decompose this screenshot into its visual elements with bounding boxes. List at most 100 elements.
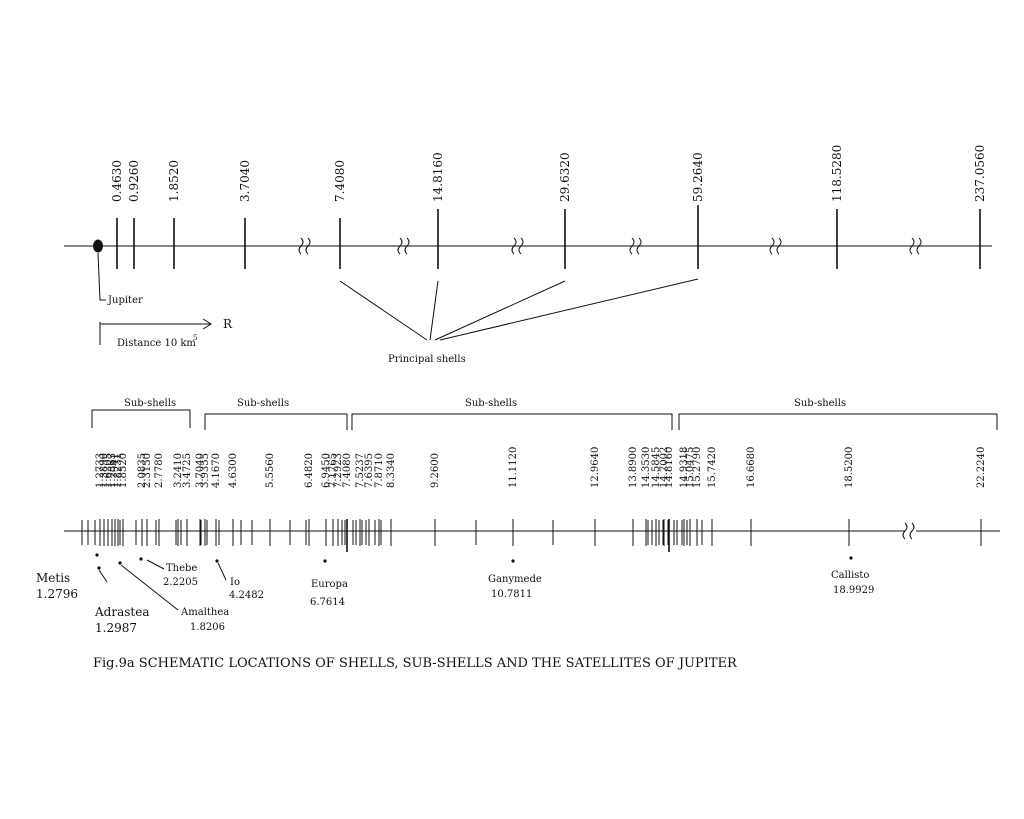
thebe-pointer [146, 559, 165, 570]
subshell-tick-label: 11.1120 [508, 447, 519, 488]
amalthea-pointer [120, 564, 179, 611]
subshell-tick-label: 1.7941 [110, 453, 121, 488]
break-mark [404, 237, 410, 255]
break-mark [902, 522, 908, 540]
break-mark [518, 237, 524, 255]
io-dot [215, 559, 219, 563]
principal-tick-label: 0.9260 [127, 160, 141, 202]
subshell-tick-label: 3.2410 [173, 453, 184, 488]
subshell-tick-label: 3.7040 [195, 453, 206, 488]
subshell-group-label: Sub-shells [124, 398, 176, 409]
principal-tick-label: 0.4630 [110, 160, 124, 202]
satellite-name: Amalthea [180, 607, 229, 618]
callisto-dot [849, 556, 853, 560]
subshell-tick-label: 2.3150 [142, 453, 153, 488]
principal-tick-label: 14.8160 [431, 152, 445, 202]
adrastea-pointer [98, 569, 108, 583]
subshell-ticks: 1.27331.38901.62051.73631.79411.82311.85… [95, 447, 987, 552]
principal-tick-label: 7.4080 [333, 160, 347, 202]
satellite-value: 10.7811 [491, 589, 532, 600]
principal-shells-label: Principal shells [388, 354, 466, 365]
subshell-group-label: Sub-shells [794, 398, 846, 409]
amalthea-dot [118, 561, 122, 565]
figure-caption: Fig.9a SCHEMATIC LOCATIONS OF SHELLS, SU… [93, 656, 738, 671]
satellite-labels: Metis 1.2796 Adrastea 1.2987 Amalthea 1.… [36, 563, 874, 635]
subshell-tick-label: 4.6300 [228, 453, 239, 488]
break-mark [629, 237, 635, 255]
subshell-tick-label: 15.0475 [685, 447, 696, 488]
satellite-value: 18.9929 [833, 585, 874, 596]
principal-break-marks [298, 237, 922, 255]
subshell-tick-label: 6.4820 [304, 453, 315, 488]
satellite-value: 1.2796 [36, 587, 78, 601]
break-mark [776, 237, 782, 255]
arrow-head-icon [202, 318, 212, 330]
subshell-bracket [204, 413, 348, 430]
subshell-tick-label: 1.3890 [99, 453, 110, 488]
subshell-minor-ticks [81, 520, 703, 545]
subshell-bracket [351, 413, 673, 430]
subshell-tick-label: 16.6680 [746, 447, 757, 488]
subshell-tick-label: 3.4725 [182, 453, 193, 488]
subshell-tick-label: 7.8710 [374, 453, 385, 488]
leader-line [429, 280, 439, 341]
subshell-tick-label: 1.8231 [113, 453, 124, 488]
subshell-tick-label: 2.0835 [137, 453, 148, 488]
satellite-name: Thebe [166, 563, 197, 574]
subshell-tick-label: 14.3530 [641, 447, 652, 488]
break-mark [769, 237, 775, 255]
subshell-tick-label: 7.1765 [328, 453, 339, 488]
break-mark [511, 237, 517, 255]
metis-dot [95, 553, 99, 557]
satellite-value: 4.2482 [229, 590, 264, 601]
subshell-tick-label: 7.4080 [342, 453, 353, 488]
subshell-brackets: Sub-shells Sub-shells Sub-shells Sub-she… [91, 398, 998, 430]
distance-exponent: 5 [193, 334, 197, 342]
subshell-bracket [91, 409, 191, 428]
subshell-tick-label: 14.8160 [664, 447, 675, 488]
break-mark [636, 237, 642, 255]
satellite-name: Europa [311, 579, 348, 590]
adrastea-dot [97, 566, 101, 570]
principal-tick-label: 118.5280 [830, 145, 844, 202]
principal-tick-label: 59.2640 [691, 152, 705, 202]
subshell-group-label: Sub-shells [237, 398, 289, 409]
satellite-name: Metis [36, 571, 70, 585]
subshell-tick-label: 7.5237 [355, 453, 366, 488]
break-mark [298, 237, 304, 255]
leader-line [339, 280, 428, 341]
break-mark [909, 522, 915, 540]
break-mark [909, 237, 915, 255]
subshell-tick-label: 1.2733 [95, 453, 106, 488]
subshell-tick-label: 4.1670 [211, 453, 222, 488]
leader-line [439, 278, 699, 341]
satellite-name: Adrastea [94, 605, 149, 619]
subshell-tick-label: 6.9450 [321, 453, 332, 488]
subshell-tick-label: 1.8520 [118, 453, 129, 488]
subshell-tick-label: 14.9318 [679, 447, 690, 488]
subshell-tick-label: 7.6395 [364, 453, 375, 488]
subshell-tick-label: 12.9640 [590, 447, 601, 488]
subshell-tick-label: 3.9355 [200, 453, 211, 488]
satellite-value: 6.7614 [310, 597, 345, 608]
subshell-tick-label: 13.8900 [628, 447, 639, 488]
subshell-tick-label: 1.6205 [103, 453, 114, 488]
principal-tick-label: 1.8520 [167, 160, 181, 202]
subshell-tick-label: 22.2240 [976, 447, 987, 488]
subshell-tick-label: 5.5560 [265, 453, 276, 488]
satellite-value: 1.2987 [95, 621, 137, 635]
break-mark [305, 237, 311, 255]
jupiter-annotation: Jupiter R Distance 10 km 5 [97, 252, 233, 349]
ganymede-dot [511, 559, 515, 563]
subshell-tick-label: 8.3340 [386, 453, 397, 488]
subshell-tick-label: 7.2923 [333, 453, 344, 488]
principal-tick-label: 29.6320 [558, 152, 572, 202]
distance-label: Distance 10 km [117, 338, 196, 349]
principal-shell-leaders: Principal shells [339, 278, 699, 365]
jupiter-label: Jupiter [107, 295, 143, 306]
r-label: R [223, 317, 233, 331]
io-pointer [217, 562, 227, 581]
subshell-tick-label: 2.7780 [154, 453, 165, 488]
satellite-value: 2.2205 [163, 577, 198, 588]
